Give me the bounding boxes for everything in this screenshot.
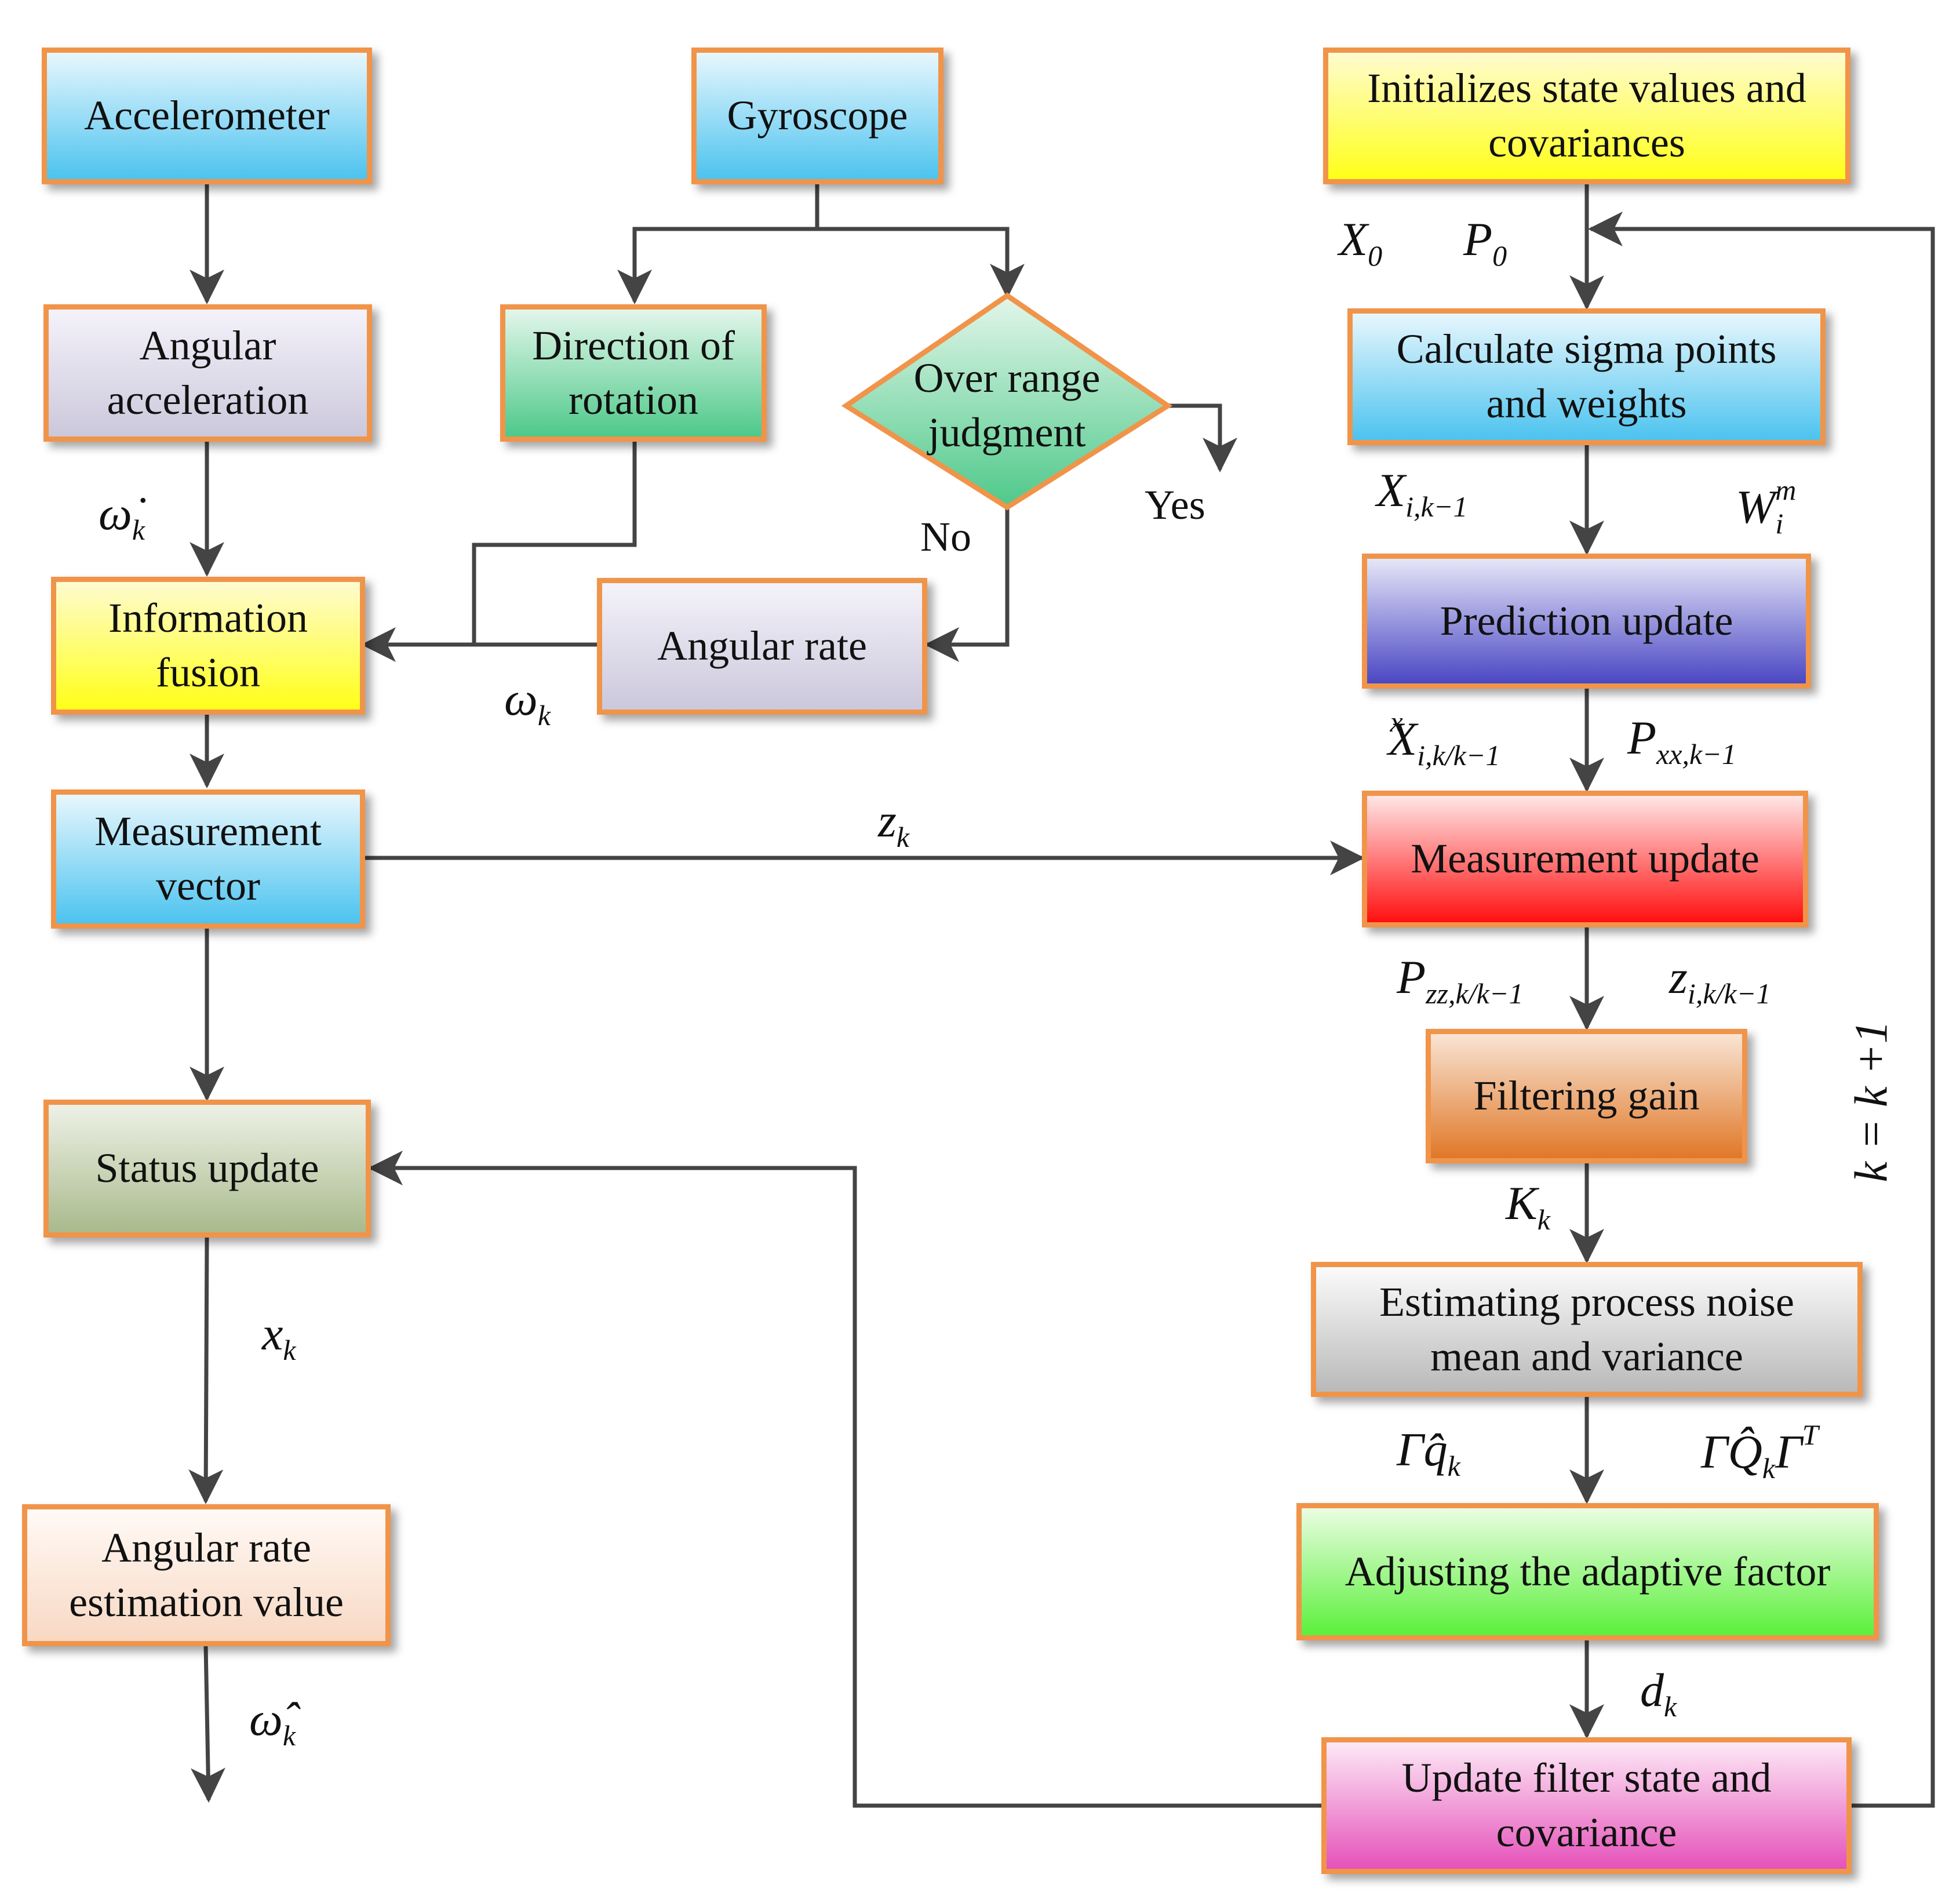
angular-acceleration-node: Angular acceleration (43, 304, 372, 442)
edge-gyro-to-direction (617, 227, 817, 304)
initialize-node: Initializes state values and covariances (1323, 48, 1850, 184)
edge-status-to-estimation (188, 1237, 224, 1504)
label-X-i-k-1: Xi,k−1 (1376, 464, 1468, 523)
accelerometer-node: Accelerometer (42, 48, 372, 184)
label-gamma-q-k: Γq̂k (1397, 1423, 1460, 1482)
edge-estimation-out (190, 1646, 225, 1803)
label-K-k: Kk (1506, 1177, 1550, 1236)
information-fusion-node: Information fusion (51, 577, 365, 715)
label-z-i-kk-1: zi,k/k−1 (1669, 951, 1771, 1010)
edge-overrange-no (924, 507, 1010, 662)
adjusting-adaptive-factor-node: Adjusting the adaptive factor (1296, 1503, 1879, 1640)
label-d-k: dk (1640, 1664, 1677, 1723)
filtering-gain-node: Filtering gain (1426, 1029, 1747, 1163)
decision-yes-label: Yes (1145, 482, 1205, 528)
label-omega-dot-k: ω̇k (99, 487, 145, 546)
decision-no-label: No (920, 514, 971, 560)
label-X-x-i-kk-1: Xi,k/k−1x (1388, 705, 1500, 772)
label-omega-hat-k: ω̂k (249, 1693, 296, 1752)
edge-overrange-yes (1168, 403, 1237, 472)
label-omega-k: ωk (504, 672, 551, 732)
label-P-xx-k-1: Pxx,k−1 (1627, 711, 1736, 770)
calculate-sigma-node: Calculate sigma points and weights (1347, 308, 1826, 445)
label-z-k: zk (878, 794, 910, 853)
gyroscope-node: Gyroscope (691, 48, 943, 184)
direction-of-rotation-node: Direction of rotation (500, 304, 767, 442)
edge-gyro-to-overrange (817, 227, 1025, 299)
status-update-node: Status update (43, 1100, 371, 1238)
angular-rate-node: Angular rate (597, 578, 927, 715)
label-P-zz-kk-1: Pzz,k/k−1 (1397, 951, 1524, 1010)
edge-loop-back (1588, 212, 1935, 1808)
edge-direction-to-fusion (472, 442, 637, 645)
over-range-judgment-node: Over range judgment (913, 355, 1101, 456)
label-W-i-m: Wim (1736, 474, 1797, 540)
estimating-noise-node: Estimating process noise mean and varian… (1311, 1262, 1863, 1397)
angular-rate-estimation-node: Angular rate estimation value (22, 1504, 391, 1646)
edge-update-to-status (368, 1151, 1321, 1808)
label-X0: X0 (1339, 213, 1383, 272)
label-P0: P0 (1463, 213, 1507, 272)
label-loop-k-equals-k-plus-1: k = k +1 (1846, 1020, 1897, 1182)
update-filter-node: Update filter state and covariance (1321, 1737, 1852, 1874)
label-gamma-Q-k-gamma-T: ΓQ̂kΓT (1701, 1418, 1819, 1485)
measurement-vector-node: Measurement vector (51, 789, 365, 929)
prediction-update-node: Prediction update (1362, 554, 1811, 689)
measurement-update-node: Measurement update (1362, 791, 1808, 927)
label-x-k: xk (262, 1307, 296, 1366)
over-range-diamond-shape (841, 292, 1173, 511)
